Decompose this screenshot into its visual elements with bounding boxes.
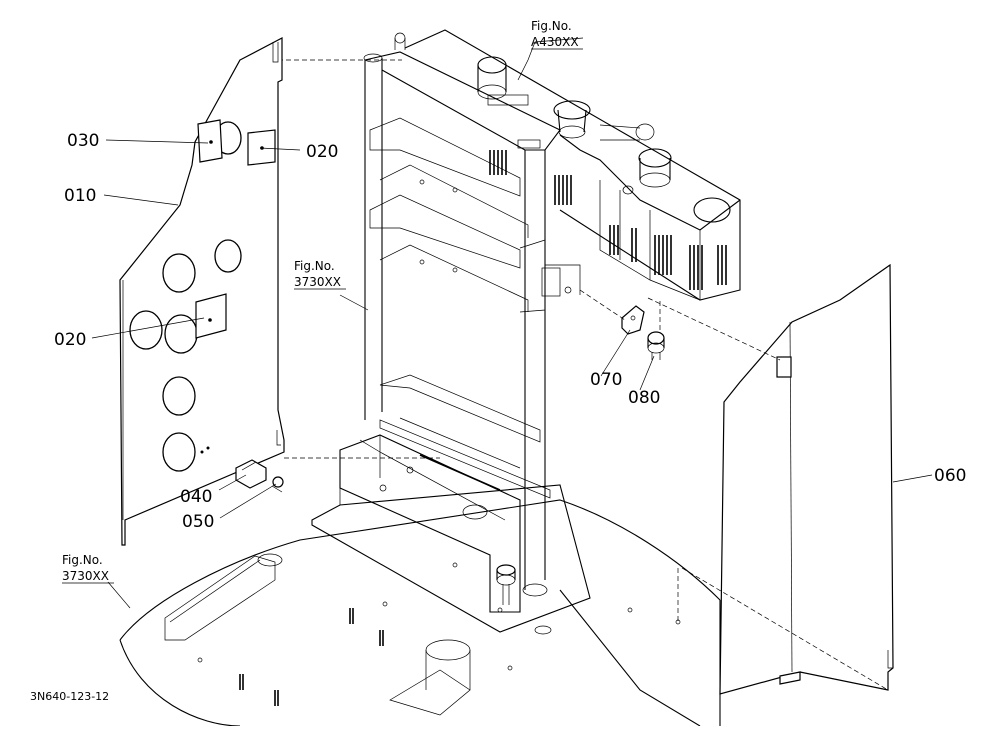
fig-ref-title-a430: Fig.No. (531, 19, 572, 33)
assembly-guides (281, 59, 889, 691)
right-cover-panel-060 (719, 263, 894, 695)
fig-ref-number-a430: A430XX (531, 35, 579, 49)
label-070: 070 (590, 370, 622, 390)
label-020-lower: 020 (54, 330, 86, 350)
fig-ref-number-base: 3730XX (62, 569, 109, 583)
part-labels: 030 020 010 020 040 050 070 080 060 (54, 131, 966, 532)
leader-lines (91, 37, 933, 609)
clip-040 (235, 459, 267, 489)
label-020-upper: 020 (306, 142, 338, 162)
mounting-bracket (311, 417, 591, 633)
insulator-pad-030 (197, 119, 223, 163)
drawing-code: 3N640-123-12 (30, 690, 109, 703)
insulator-pad-020-upper (247, 129, 276, 166)
label-010: 010 (64, 186, 96, 206)
base-bolt (496, 564, 516, 605)
bolt-050 (271, 476, 284, 493)
fig-ref-number-frame: 3730XX (294, 275, 341, 289)
label-040: 040 (180, 487, 212, 507)
label-050: 050 (182, 512, 214, 532)
label-080: 080 (628, 388, 660, 408)
fig-ref-title-base: Fig.No. (62, 553, 103, 567)
bolt-080 (647, 331, 665, 360)
label-060: 060 (934, 466, 966, 486)
figure-references: Fig.No. A430XX Fig.No. 3730XX Fig.No. 37… (62, 19, 583, 584)
frame-column (363, 51, 581, 597)
base-plate (119, 499, 721, 727)
top-assembly (394, 29, 741, 301)
clip-070 (621, 305, 645, 335)
insulator-pad-020-lower (195, 293, 227, 339)
label-030: 030 (67, 131, 99, 151)
fig-ref-title-frame: Fig.No. (294, 259, 335, 273)
